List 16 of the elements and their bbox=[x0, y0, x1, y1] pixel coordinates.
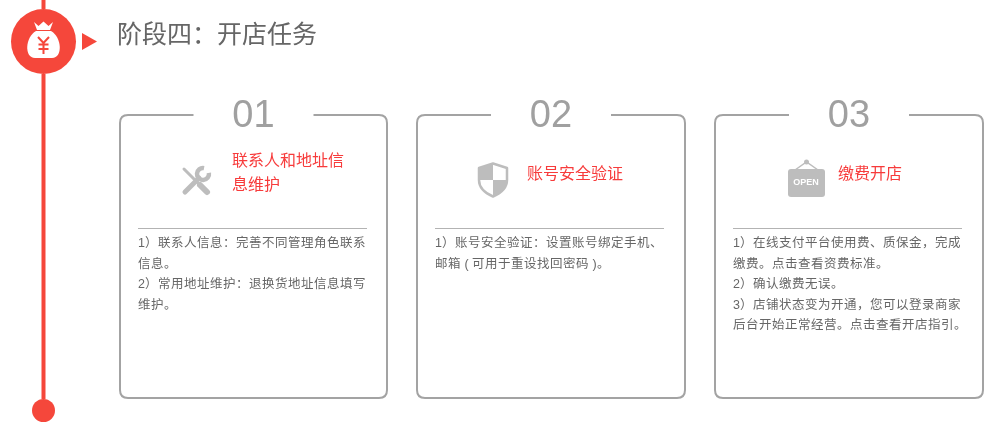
card-title: 缴费开店 bbox=[838, 164, 902, 184]
step-number: 01 bbox=[232, 95, 275, 133]
card-title: 账号安全验证 bbox=[527, 164, 623, 184]
list-item: 2）确认缴费无误。 bbox=[733, 276, 844, 293]
stage-heading: 阶段四：开店任务 bbox=[117, 19, 317, 49]
step-number: 02 bbox=[529, 95, 573, 133]
sign-text: OPEN bbox=[793, 177, 819, 188]
timeline-line bbox=[41, 74, 46, 399]
step-number: 03 bbox=[827, 95, 871, 133]
list-item: 2）常用地址维护：退换货地址信息填写维护。 bbox=[138, 276, 367, 314]
list-item: 1）账号安全验证：设置账号绑定手机、邮箱 ( 可用于重设找回密码 )。 bbox=[435, 235, 664, 273]
list-item: 3）店铺状态变为开通，您可以登录商家后台开始正常经营。点击查看开店指引。 bbox=[733, 296, 968, 334]
card-title: 联系人和地址信息维护 bbox=[232, 151, 345, 195]
timeline-dot bbox=[32, 399, 55, 422]
list-item: 1）在线支付平台使用费、质保金，完成缴费。点击查看资费标准。 bbox=[733, 235, 962, 273]
list-item: 1）联系人信息：完善不同管理角色联系信息。 bbox=[138, 235, 367, 273]
